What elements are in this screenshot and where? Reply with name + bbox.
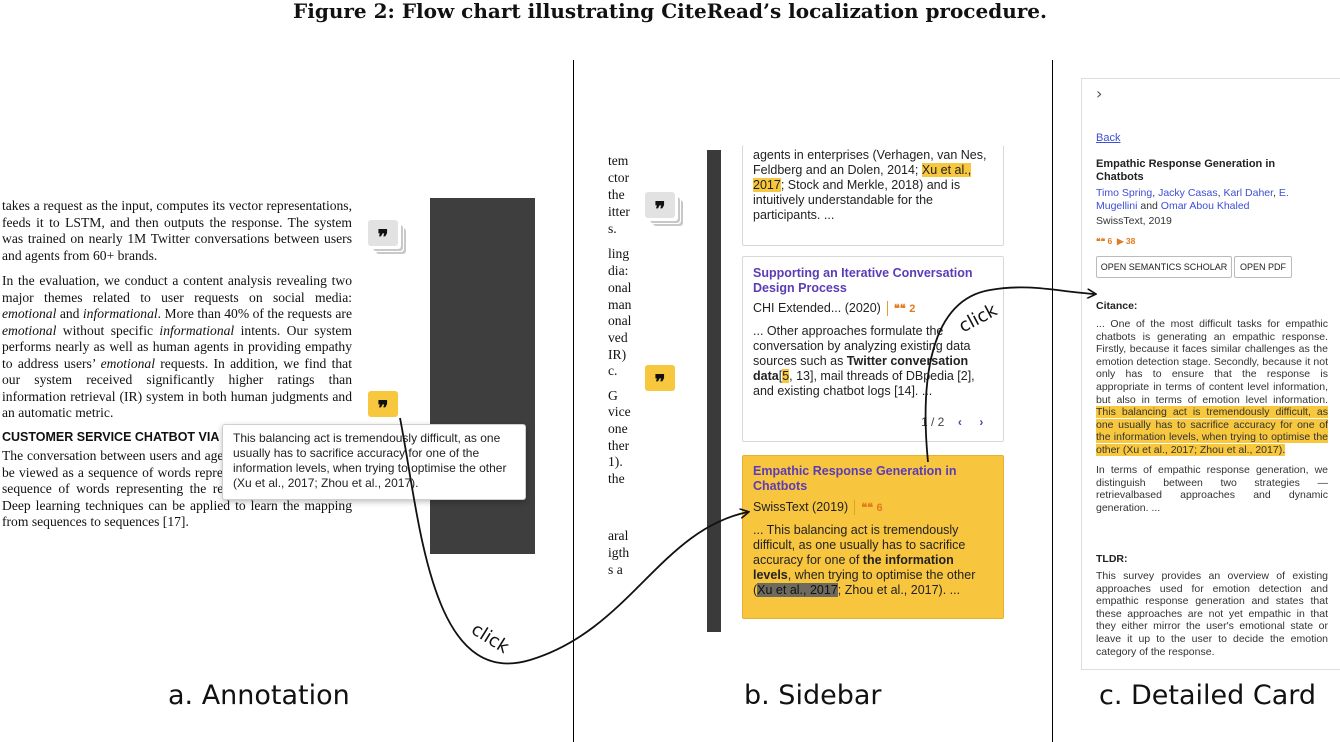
card-text: ... This balancing act is tremendously d… (753, 523, 976, 597)
pager: 1 / 2 ‹ › (921, 415, 983, 430)
paper-text-fragment: onal (608, 313, 632, 328)
tldr-label: TLDR: (1096, 553, 1128, 565)
paper-text-fragment: vice (608, 404, 631, 419)
references-icon: ▶ (1117, 236, 1124, 246)
back-link[interactable]: Back (1096, 132, 1121, 144)
detailed-card (1081, 78, 1340, 670)
author-link[interactable]: Omar Abou Khaled (1160, 199, 1250, 212)
author-list: Timo Spring, Jacky Casas, Karl Daher, E.… (1096, 187, 1289, 212)
panel-label-c: c. Detailed Card (1099, 680, 1317, 711)
card-text: agents in enterprises (Verhagen, van Nes… (753, 148, 987, 222)
open-semantic-scholar-button[interactable]: OPEN SEMANTICS SCHOLAR (1096, 256, 1232, 278)
paper-paragraph-3: The conversation between users and agent… (2, 448, 352, 529)
scrollbar[interactable] (707, 150, 721, 632)
quote-icon: ❝❝ (861, 502, 874, 514)
paper-text-fragment: ther (608, 438, 630, 453)
paper-paragraph-2: In the evaluation, we conduct a content … (2, 273, 352, 420)
card-text: ... Other approaches formulate the conve… (753, 324, 975, 398)
paper-text-fragment: aral (608, 528, 629, 543)
paper-text-fragment: s a (608, 562, 623, 577)
author-link[interactable]: Timo Spring (1096, 187, 1153, 199)
page-indicator: 1 / 2 (921, 415, 945, 429)
paper-text-fragment: 1). (608, 454, 623, 469)
section-heading: CUSTOMER SERVICE CHATBOT VIA (2, 430, 220, 444)
figure-title: Figure 2: Flow chart illustrating CiteRe… (293, 0, 1047, 23)
prev-page-icon[interactable]: ‹ (957, 415, 962, 429)
card-title[interactable]: Empathic Response Generation in Chatbots (753, 464, 957, 493)
paper-text-fragment: G (608, 388, 618, 403)
quote-icon: ❝❝ (893, 303, 906, 315)
author-link[interactable]: Jacky Casas (1158, 187, 1218, 199)
paper-text-fragment: itter (608, 204, 630, 219)
paper-text-fragment: tem (608, 153, 629, 168)
next-page-icon[interactable]: › (979, 415, 984, 429)
citation-card-active[interactable]: Empathic Response Generation in Chatbots… (742, 455, 1004, 619)
paper-text-fragment: ling (608, 246, 630, 261)
collapse-chevron-icon[interactable]: › (1096, 84, 1103, 103)
author-link[interactable]: Karl Daher (1223, 187, 1274, 199)
panel-divider-1 (573, 60, 574, 742)
paper-paragraph-1: takes a request as the input, computes i… (2, 198, 352, 263)
paper-text-fragment: ved (608, 330, 628, 345)
paper-text-fragment: c. (608, 363, 618, 378)
paper-text-fragment: ctor (608, 170, 630, 185)
citations-icon: ❝❝ (1096, 236, 1106, 246)
card-title[interactable]: Supporting an Iterative Conversation Des… (753, 266, 973, 295)
author-link[interactable]: E. Mugellini (1096, 187, 1289, 212)
arrow-sidebar-to-detailed-card (924, 286, 1095, 463)
panel-label-a: a. Annotation (168, 680, 350, 711)
paper-text-fragment: igth (608, 545, 630, 560)
paper-venue: SwissText, 2019 (1096, 215, 1172, 227)
paper-text-fragment: IR) (608, 347, 627, 362)
open-pdf-button[interactable]: OPEN PDF (1234, 256, 1292, 278)
stacked-citation-button[interactable]: ❞ (645, 192, 675, 221)
paper-title: Empathic Response Generation in Chatbots (1096, 158, 1276, 183)
paper-text-fragment: the (608, 187, 625, 202)
citance-text: ... One of the most difficult tasks for … (1096, 318, 1328, 456)
panel-label-b: b. Sidebar (744, 680, 882, 711)
citation-tooltip: This balancing act is tremendously diffi… (222, 424, 526, 500)
paper-stats: ❝❝ 6 ▶ 38 (1096, 236, 1136, 246)
stacked-citation-button[interactable]: ❞ (368, 220, 398, 249)
citation-card[interactable]: agents in enterprises (Verhagen, van Nes… (742, 145, 1004, 246)
paper-text-fragment: man (608, 297, 632, 312)
arrow-annotation-to-sidebar (399, 417, 748, 665)
citation-count: 2 (909, 303, 916, 315)
paper-text-fragment: s. (608, 221, 617, 236)
paper-text-fragment: onal (608, 280, 632, 295)
paper-text-fragment: the (608, 471, 625, 486)
active-citation-button[interactable]: ❞ (368, 391, 398, 420)
tldr-text: This survey provides an overview of exis… (1096, 570, 1328, 658)
paper-text-fragment: one (608, 421, 628, 436)
citance-label: Citance: (1096, 300, 1138, 312)
citation-count: 6 (876, 502, 883, 514)
card-meta: SwissText (2019)❝❝ 6 (753, 500, 883, 516)
active-citation-button[interactable]: ❞ (645, 365, 675, 394)
citance-text-continued: In terms of empathic response generation… (1096, 464, 1328, 514)
panel-divider-2 (1052, 60, 1053, 742)
card-meta: CHI Extended... (2020)❝❝ 2 (753, 301, 916, 317)
citation-card[interactable]: Supporting an Iterative Conversation Des… (742, 256, 1004, 442)
paper-text-fragment: dia: (608, 263, 629, 278)
